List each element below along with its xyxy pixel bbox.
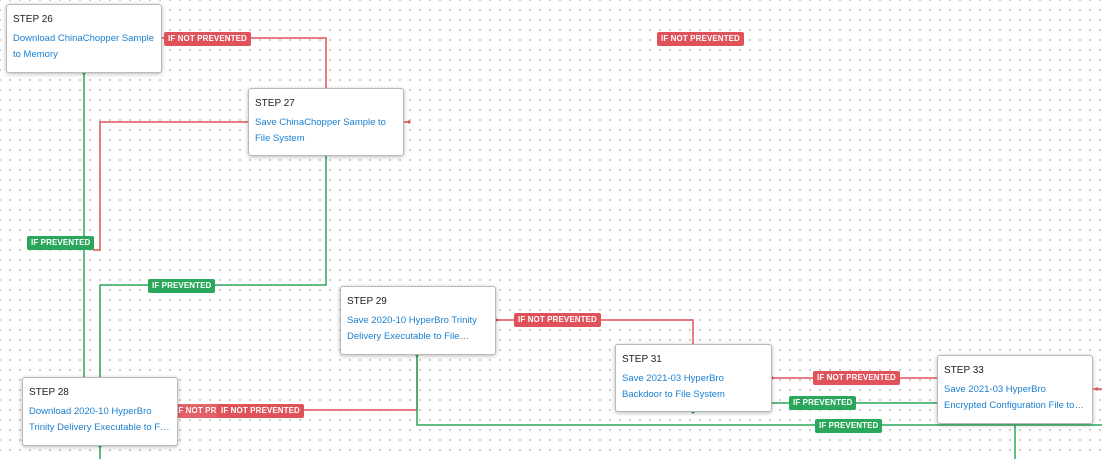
- step-26-number: STEP 26: [13, 14, 53, 25]
- edge-27-to-28-not-prevented: [93, 121, 249, 251]
- step-27-number: STEP 27: [255, 98, 295, 109]
- step-33-number: STEP 33: [944, 365, 984, 376]
- if-not-prevented-badge: IF NOT PREVENTED: [164, 32, 251, 46]
- step-31-number: STEP 31: [622, 354, 662, 365]
- edge-dot: [1095, 387, 1099, 391]
- step-31-title-link[interactable]: Save 2021-03 HyperBro Backdoor to File S…: [622, 373, 725, 400]
- edge-27-to-28-prevented: [99, 156, 327, 378]
- step-33-title-link[interactable]: Save 2021-03 HyperBro Encrypted Configur…: [944, 384, 1075, 411]
- if-not-prevented-badge-partial: IF NOT PRE: [172, 404, 226, 418]
- if-prevented-badge: IF PREVENTED: [148, 279, 216, 293]
- step-31-node[interactable]: STEP 31 Save 2021-03 HyperBro Backdoor t…: [615, 344, 772, 412]
- step-28-node[interactable]: STEP 28 Download 2020-10 HyperBro Trinit…: [22, 377, 178, 446]
- step-26-node[interactable]: STEP 26 Download ChinaChopper Sample to …: [6, 4, 162, 73]
- if-not-prevented-badge: IF NOT PREVENTED: [657, 32, 744, 46]
- step-33-node[interactable]: STEP 33 Save 2021-03 HyperBro Encrypted …: [937, 355, 1093, 424]
- step-29-number: STEP 29: [347, 296, 387, 307]
- step-27-node[interactable]: STEP 27 Save ChinaChopper Sample to File…: [248, 88, 404, 156]
- edge-28-to-29-not-prevented: [178, 355, 418, 411]
- step-28-number: STEP 28: [29, 387, 69, 398]
- step-26-title-link[interactable]: Download ChinaChopper Sample to Memory: [13, 33, 155, 60]
- if-prevented-badge: IF PREVENTED: [789, 396, 857, 410]
- step-29-node[interactable]: STEP 29 Save 2020-10 HyperBro Trinity De…: [340, 286, 496, 355]
- if-not-prevented-badge: IF NOT PREVENTED: [217, 404, 304, 418]
- step-28-title-link[interactable]: Download 2020-10 HyperBro Trinity Delive…: [29, 406, 170, 433]
- if-prevented-badge: IF PREVENTED: [27, 236, 95, 250]
- step-27-title-link[interactable]: Save ChinaChopper Sample to File System: [255, 117, 386, 144]
- if-prevented-badge: IF PREVENTED: [815, 419, 883, 433]
- edge-dot: [407, 120, 411, 124]
- if-not-prevented-badge: IF NOT PREVENTED: [514, 313, 601, 327]
- step-29-title-link[interactable]: Save 2020-10 HyperBro Trinity Delivery E…: [347, 315, 477, 342]
- if-not-prevented-badge: IF NOT PREVENTED: [813, 371, 900, 385]
